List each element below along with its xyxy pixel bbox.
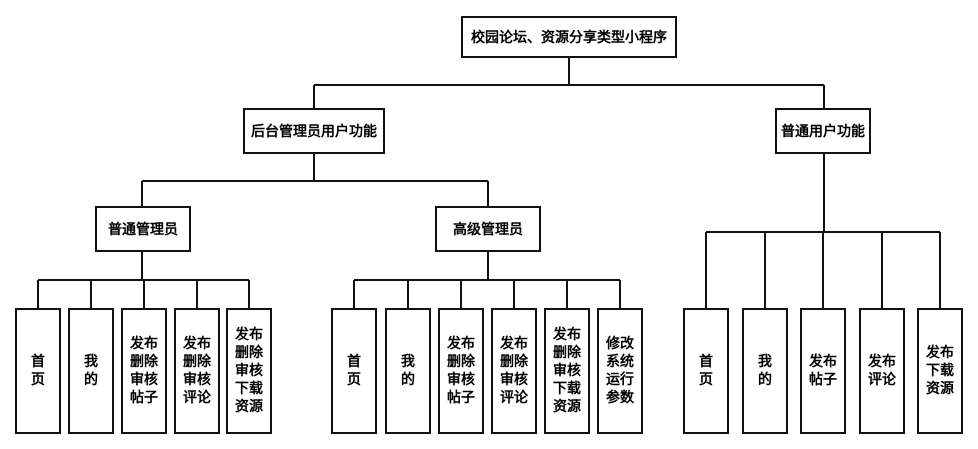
user-leaf-home: 首 页 [683, 308, 729, 434]
user-leaf-comments: 发布 评论 [859, 308, 905, 434]
normal-admin-leaf-posts: 发布 删除 审核 帖子 [121, 308, 167, 434]
admin-functions-label: 后台管理员用户功能 [251, 124, 377, 140]
leaf-label: 发布 删除 审核 评论 [500, 336, 528, 406]
senior-admin-leaf-system-params: 修改 系统 运行 参数 [597, 308, 643, 434]
senior-admin-leaf-posts: 发布 删除 审核 帖子 [438, 308, 484, 434]
normal-admin-label: 普通管理员 [108, 222, 178, 238]
admin-functions-node: 后台管理员用户功能 [243, 108, 385, 154]
leaf-label: 我 的 [758, 354, 772, 388]
senior-admin-leaf-mine: 我 的 [385, 308, 431, 434]
normal-admin-node: 普通管理员 [95, 206, 191, 252]
leaf-label: 发布 删除 审核 帖子 [447, 336, 475, 406]
leaf-label: 发布 评论 [868, 354, 896, 388]
leaf-label: 我 的 [401, 354, 415, 388]
leaf-label: 首 页 [31, 354, 45, 388]
leaf-label: 发布 帖子 [809, 354, 837, 388]
senior-admin-node: 高级管理员 [435, 206, 541, 252]
root-node-label: 校园论坛、资源分享类型小程序 [471, 30, 667, 46]
senior-admin-label: 高级管理员 [453, 222, 523, 238]
user-leaf-resources: 发布 下载 资源 [917, 308, 963, 434]
leaf-label: 我 的 [84, 354, 98, 388]
normal-admin-leaf-home: 首 页 [15, 308, 61, 434]
leaf-label: 发布 下载 资源 [926, 345, 954, 397]
senior-admin-leaf-comments: 发布 删除 审核 评论 [491, 308, 537, 434]
leaf-label: 修改 系统 运行 参数 [606, 336, 634, 406]
leaf-label: 发布 删除 审核 下载 资源 [235, 327, 263, 415]
leaf-label: 发布 删除 审核 下载 资源 [553, 327, 581, 415]
senior-admin-leaf-home: 首 页 [331, 308, 377, 434]
leaf-label: 发布 删除 审核 评论 [183, 336, 211, 406]
user-leaf-posts: 发布 帖子 [800, 308, 846, 434]
leaf-label: 首 页 [347, 354, 361, 388]
user-functions-node: 普通用户功能 [775, 108, 871, 154]
normal-admin-leaf-resources: 发布 删除 审核 下载 资源 [226, 308, 272, 434]
normal-admin-leaf-mine: 我 的 [68, 308, 114, 434]
senior-admin-leaf-resources: 发布 删除 审核 下载 资源 [544, 308, 590, 434]
normal-admin-leaf-comments: 发布 删除 审核 评论 [174, 308, 220, 434]
user-leaf-mine: 我 的 [742, 308, 788, 434]
user-functions-label: 普通用户功能 [781, 124, 865, 140]
leaf-label: 发布 删除 审核 帖子 [130, 336, 158, 406]
root-node: 校园论坛、资源分享类型小程序 [461, 16, 677, 58]
leaf-label: 首 页 [699, 354, 713, 388]
